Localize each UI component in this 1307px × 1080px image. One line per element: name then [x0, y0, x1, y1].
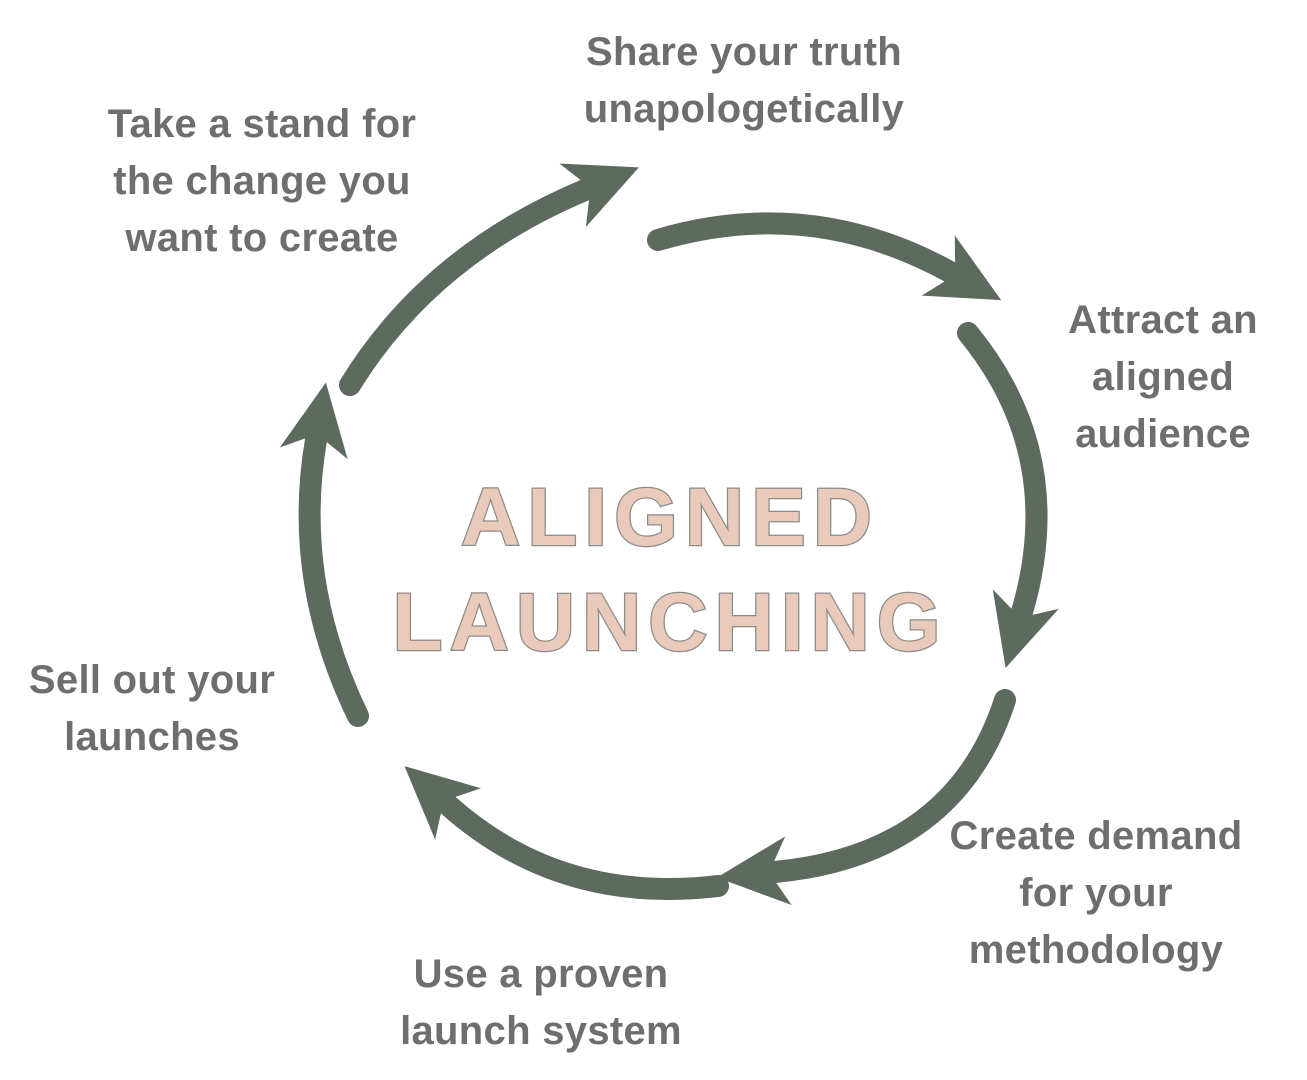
step-label-sell-out: Sell out your launches	[29, 652, 275, 766]
step-label-share-truth: Share your truth unapologetically	[584, 24, 904, 138]
step-line: launch system	[400, 1009, 682, 1053]
step-line: Sell out your	[28, 658, 276, 702]
arrow-top-left-icon	[339, 163, 639, 396]
arrow-left-icon	[279, 382, 369, 727]
step-label-proven-system: Use a proven launch system	[400, 946, 682, 1060]
step-line: aligned	[1091, 355, 1235, 399]
step-label-attract-audience: Attract an aligned audience	[1068, 292, 1258, 463]
arrow-bottom-right-icon	[716, 689, 1016, 905]
step-line: the change you	[113, 159, 411, 203]
step-line: want to create	[125, 216, 399, 260]
step-line: for your	[1019, 871, 1173, 915]
step-label-create-demand: Create demand for your methodology	[950, 808, 1243, 979]
step-line: launches	[64, 715, 240, 759]
step-line: Attract an	[1068, 298, 1258, 342]
arrow-bottom-left-icon	[404, 766, 729, 901]
diagram-title-line-1: ALIGNED	[461, 472, 879, 563]
step-line: Create demand	[949, 814, 1243, 858]
arrow-top-icon	[647, 212, 1002, 301]
step-line: audience	[1075, 412, 1251, 456]
step-line: methodology	[968, 928, 1224, 972]
step-line: unapologetically	[583, 87, 905, 131]
step-line: Share your truth	[586, 30, 902, 74]
step-line: Take a stand for	[107, 102, 417, 146]
arrow-right-icon	[957, 322, 1059, 668]
step-line: Use a proven	[413, 952, 669, 996]
diagram-title-line-2: LAUNCHING	[393, 577, 948, 668]
step-label-take-stand: Take a stand for the change you want to …	[108, 96, 417, 267]
